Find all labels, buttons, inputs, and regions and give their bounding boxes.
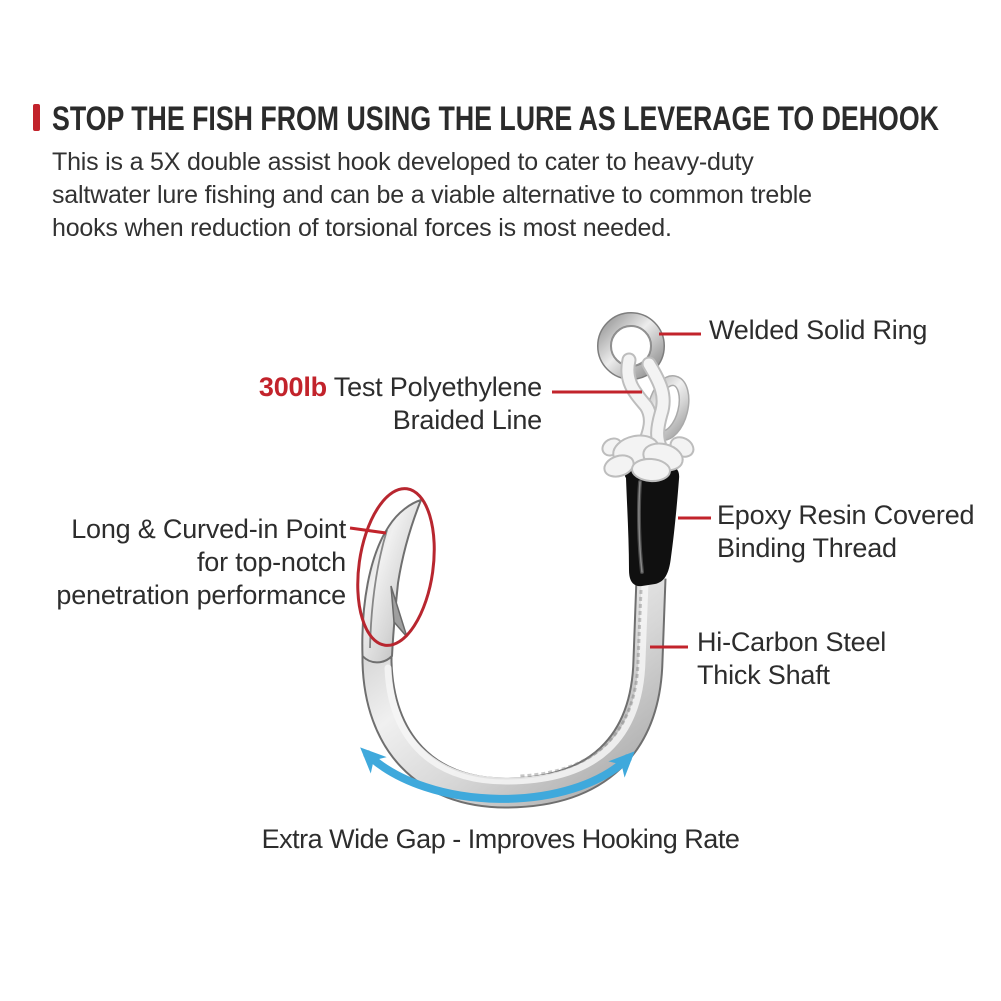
braid-strength-value: 300lb <box>258 372 327 402</box>
braided-line-shape <box>620 352 671 457</box>
callout-braided-line-label: 300lb Test Polyethylene Braided Line <box>258 372 542 435</box>
point-highlight-ellipse <box>356 487 436 647</box>
intro-line: hooks when reduction of torsional forces… <box>52 214 672 242</box>
callout-wide-gap-label: Extra Wide Gap - Improves Hooking Rate <box>261 824 740 854</box>
callout-hook-point-label: Long & Curved-in Point for top-notch pen… <box>56 514 346 610</box>
callout-welded-ring-label: Welded Solid Ring <box>709 315 928 345</box>
callout-line-hook-point <box>349 526 387 535</box>
page-title: STOP THE FISH FROM USING THE LURE AS LEV… <box>52 100 939 138</box>
title-accent-bar <box>33 104 40 131</box>
intro-paragraph: This is a 5X double assist hook develope… <box>52 146 812 245</box>
intro-line: saltwater lure fishing and can be a viab… <box>52 181 812 209</box>
braided-knot-shape <box>601 434 695 483</box>
epoxy-binding-shape <box>624 466 680 587</box>
wide-gap-arrow <box>360 747 635 803</box>
callout-binding-thread-label: Epoxy Resin Covered Binding Thread <box>717 500 975 563</box>
intro-line: This is a 5X double assist hook develope… <box>52 148 754 176</box>
hook-barb-shape <box>390 585 408 638</box>
hook-wire-shape <box>361 577 667 809</box>
callout-lines <box>349 332 711 649</box>
callout-shaft-label: Hi-Carbon Steel Thick Shaft <box>697 627 887 690</box>
